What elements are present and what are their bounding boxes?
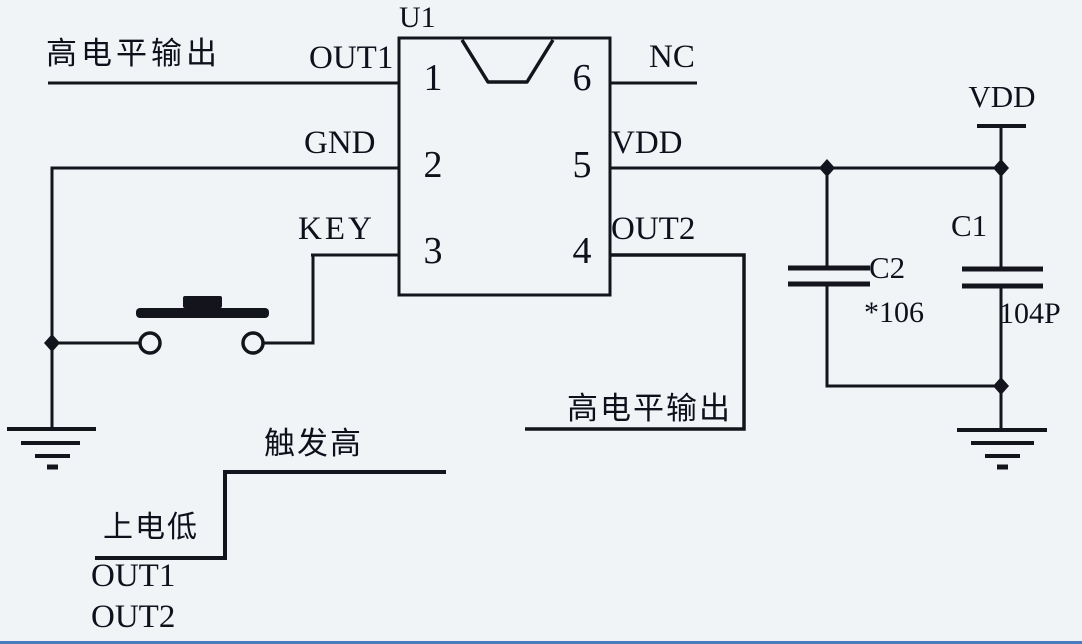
annotation-out2: 高电平输出 [567, 391, 732, 426]
c1-reference: C1 [951, 208, 988, 243]
push-button-icon[interactable] [136, 296, 269, 355]
wire-key-to-button [264, 255, 315, 345]
ground-left-icon [7, 427, 96, 470]
pin4-name: OUT2 [611, 211, 696, 247]
bottom-accent-bar [0, 641, 1082, 644]
junction-key-gnd [44, 334, 60, 352]
c1-value: 104P [999, 297, 1061, 330]
ic-reference: U1 [399, 1, 436, 34]
pin6-name: NC [649, 39, 695, 75]
wire-gnd [50, 166, 399, 429]
pin5-number: 5 [572, 144, 592, 186]
timing-waveform [95, 470, 446, 560]
pin1-name: OUT1 [309, 40, 394, 76]
pin3-name: KEY [298, 211, 375, 247]
timing-signal1-label: OUT1 [91, 558, 176, 594]
junction-c1-gnd [993, 377, 1009, 395]
junction-c2-vdd [819, 159, 835, 177]
pin2-number: 2 [423, 144, 443, 186]
pin6-number: 6 [572, 57, 592, 99]
pin2-name: GND [304, 125, 376, 161]
pin1-number: 1 [423, 57, 443, 99]
annotation-out1: 高电平输出 [46, 36, 221, 71]
c2-lead-bottom [825, 284, 1001, 388]
pin3-number: 3 [423, 230, 443, 272]
c2-reference: C2 [869, 250, 906, 285]
ic-pin1-notch-icon [460, 39, 555, 84]
ground-right-icon [957, 428, 1047, 470]
pin5-name: VDD [611, 125, 683, 161]
timing-signal2-label: OUT2 [91, 599, 176, 635]
vdd-rail-label: VDD [968, 79, 1036, 114]
pin4-number: 4 [572, 230, 592, 272]
junction-c1-vdd [993, 159, 1009, 177]
timing-high-label: 触发高 [264, 426, 363, 461]
c2-value: *106 [864, 296, 924, 329]
junction-dots [44, 159, 1009, 395]
wire-out2 [525, 253, 746, 431]
timing-low-label: 上电低 [103, 511, 199, 544]
